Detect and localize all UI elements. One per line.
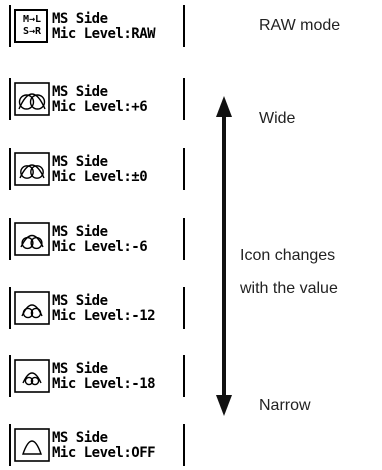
- mic-level-value: Mic Level:-12: [52, 308, 156, 324]
- panel-right-border: [183, 424, 185, 466]
- raw-mode-icon: M→L S→R: [14, 9, 48, 43]
- ms-width-medium-wide-icon: [14, 152, 50, 186]
- raw-mode-label: RAW mode: [259, 17, 341, 34]
- mic-level-value: Mic Level:-18: [52, 376, 156, 392]
- panel-minus18: MS Side Mic Level:-18: [9, 355, 185, 397]
- mic-level-value: Mic Level:-6: [52, 239, 148, 255]
- panel-right-border: [183, 148, 185, 190]
- panel-right-border: [183, 287, 185, 329]
- icon-changes-label-2: with the value: [240, 280, 338, 297]
- panel-right-border: [183, 78, 185, 120]
- raw-icon-bottom: S→R: [22, 26, 42, 37]
- ms-width-wide-icon: [14, 82, 50, 116]
- panel-title: MS Side: [52, 293, 108, 309]
- panel-right-border: [183, 5, 185, 47]
- ms-side-off-icon: [14, 428, 50, 462]
- panel-title: MS Side: [52, 11, 108, 27]
- panel-right-border: [183, 218, 185, 260]
- wide-label: Wide: [259, 110, 296, 127]
- panel-left-border: [9, 218, 11, 260]
- panel-raw: M→L S→R MS Side Mic Level:RAW: [9, 5, 185, 47]
- mic-level-value: Mic Level:±0: [52, 169, 148, 185]
- panel-left-border: [9, 355, 11, 397]
- ms-width-narrow-icon: [14, 359, 50, 393]
- panel-minus12: MS Side Mic Level:-12: [9, 287, 185, 329]
- icon-changes-label: Icon changes: [240, 247, 336, 264]
- ms-width-medium-narrow-icon: [14, 291, 50, 325]
- raw-icon-top: M→L: [22, 14, 42, 25]
- panel-plus6: MS Side Mic Level:+6: [9, 78, 185, 120]
- panel-left-border: [9, 424, 11, 466]
- panel-title: MS Side: [52, 154, 108, 170]
- panel-left-border: [9, 148, 11, 190]
- mic-level-value: Mic Level:RAW: [52, 26, 156, 42]
- panel-left-border: [9, 287, 11, 329]
- mic-level-value: Mic Level:+6: [52, 99, 148, 115]
- panel-off: MS Side Mic Level:OFF: [9, 424, 185, 466]
- panel-left-border: [9, 5, 11, 47]
- panel-right-border: [183, 355, 185, 397]
- panel-left-border: [9, 78, 11, 120]
- panel-minus6: MS Side Mic Level:-6: [9, 218, 185, 260]
- ms-width-medium-icon: [14, 222, 50, 256]
- panel-0: MS Side Mic Level:±0: [9, 148, 185, 190]
- panel-title: MS Side: [52, 84, 108, 100]
- narrow-label: Narrow: [259, 397, 311, 414]
- mic-level-value: Mic Level:OFF: [52, 445, 156, 461]
- panel-title: MS Side: [52, 430, 108, 446]
- panel-title: MS Side: [52, 361, 108, 377]
- panel-title: MS Side: [52, 224, 108, 240]
